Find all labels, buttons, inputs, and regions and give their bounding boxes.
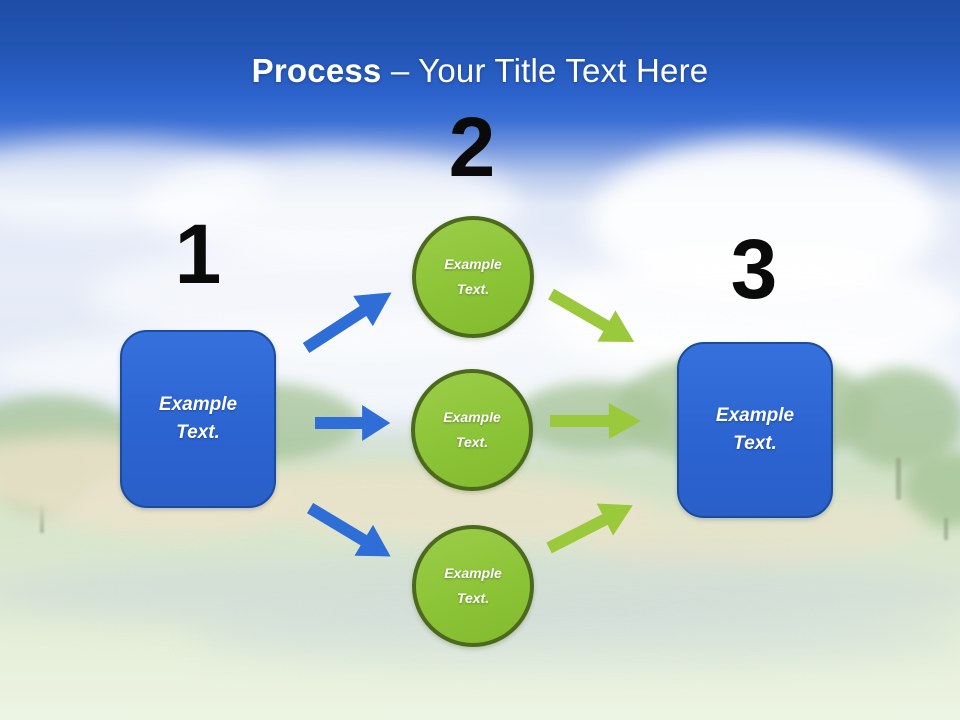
step3-label: Example Text. [715,404,795,455]
arrow-green-down-right-icon[interactable] [541,277,645,360]
arrow-green-up-right-icon[interactable] [540,487,643,566]
step2-circle-top[interactable]: Example Text. [412,216,534,338]
tree-trunk [40,505,44,533]
step2-circle-top-label: Example Text. [444,255,502,297]
step2-circle-middle-label: Example Text. [443,408,501,450]
arrow-green-right-icon[interactable] [550,401,642,441]
step3-box[interactable]: Example Text. [677,342,833,518]
title-rest: – Your Title Text Here [390,52,709,89]
step1-box[interactable]: Example Text. [120,330,276,508]
step2-circle-bottom[interactable]: Example Text. [412,525,534,647]
arrow-blue-up-right-icon[interactable] [295,275,403,365]
arrow-blue-down-right-icon[interactable] [300,491,402,574]
tree-trunk [896,458,901,500]
arrow-blue-right-icon[interactable] [315,403,391,443]
step-number-1[interactable]: 1 [174,207,222,301]
cloud [0,140,270,230]
step-number-3[interactable]: 3 [730,222,778,316]
field-shading [190,608,960,668]
step-number-2[interactable]: 2 [448,100,496,194]
step2-circle-bottom-label: Example Text. [444,564,502,606]
slide-title[interactable]: Process – Your Title Text Here [0,52,960,90]
tree [838,368,960,468]
title-keyword: Process [251,52,382,89]
step2-circle-middle[interactable]: Example Text. [411,369,533,491]
step1-label: Example Text. [158,393,238,444]
tree-trunk [944,518,948,540]
